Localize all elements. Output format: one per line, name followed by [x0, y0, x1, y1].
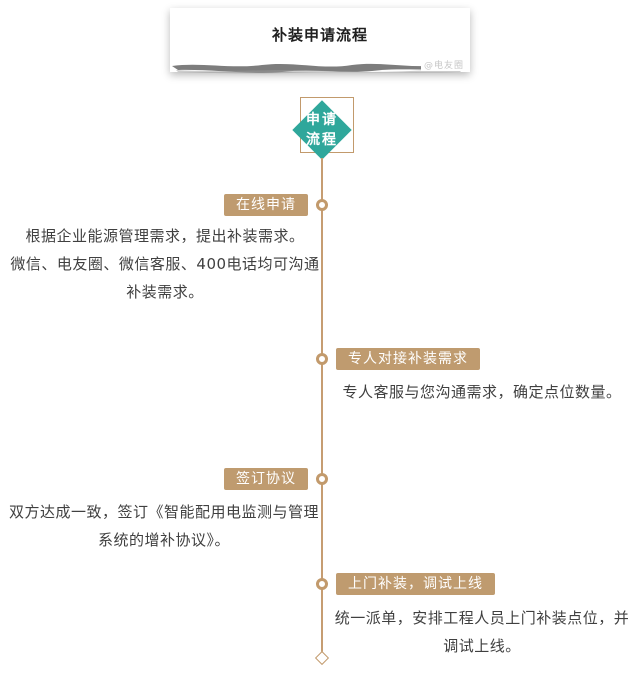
timeline-node-step2 [316, 353, 328, 365]
step-description-dedicated-contact: 专人客服与您沟通需求，确定点位数量。 [332, 378, 632, 406]
step-description-online-application: 根据企业能源管理需求，提出补装需求。 微信、电友圈、微信客服、400电话均可沟通… [10, 222, 320, 306]
page-title: 补装申请流程 [271, 26, 368, 44]
step1-paragraph-2: 微信、电友圈、微信客服、400电话均可沟通补装需求。 [10, 255, 320, 301]
flow-start-label: 申请 流程 [292, 110, 352, 150]
timeline-node-step4 [316, 578, 328, 590]
step1-paragraph-1: 根据企业能源管理需求，提出补装需求。 [25, 227, 305, 245]
step-badge-onsite-install: 上门补装，调试上线 [336, 573, 495, 595]
timeline-line [321, 158, 323, 654]
step-badge-dedicated-contact: 专人对接补装需求 [336, 348, 480, 370]
step-description-sign-agreement: 双方达成一致，签订《智能配用电监测与管理系统的增补协议》。 [8, 498, 320, 554]
step-description-onsite-install: 统一派单，安排工程人员上门补装点位，并调试上线。 [332, 604, 632, 660]
diamond-label-line2: 流程 [306, 132, 338, 148]
brush-stroke-decoration [172, 63, 464, 74]
timeline-end-diamond-icon [314, 650, 330, 666]
header-card: 补装申请流程 @电友圈 [170, 8, 470, 74]
step-badge-sign-agreement: 签订协议 [224, 468, 308, 490]
step4-paragraph-1: 统一派单，安排工程人员上门补装点位，并调试上线。 [334, 609, 630, 655]
watermark: @电友圈 [420, 58, 464, 71]
timeline-node-step3 [316, 473, 328, 485]
diamond-label-line1: 申请 [306, 112, 338, 128]
timeline-node-step1 [316, 199, 328, 211]
step3-paragraph-1: 双方达成一致，签订《智能配用电监测与管理系统的增补协议》。 [8, 503, 319, 549]
step2-paragraph-1: 专人客服与您沟通需求，确定点位数量。 [342, 383, 622, 401]
step-badge-online-application: 在线申请 [224, 194, 308, 216]
